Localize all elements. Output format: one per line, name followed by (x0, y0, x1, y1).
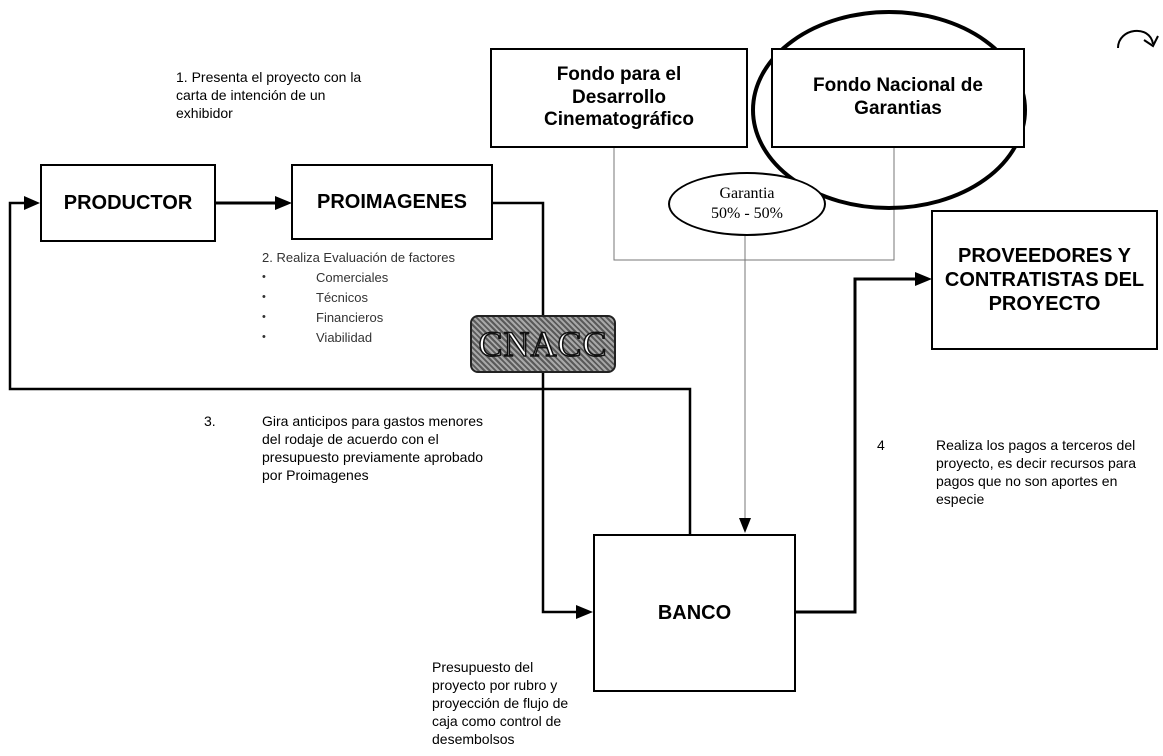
box-productor-label: PRODUCTOR (63, 192, 193, 214)
note-step3-text: Gira anticipos para gastos menores del r… (262, 413, 484, 483)
box-proveedores-label: PROVEEDORES Y CONTRATISTAS DEL PROYECTO (944, 245, 1145, 315)
cnacc-badge: CNACC (470, 315, 616, 373)
garantia-label: Garantia (719, 185, 775, 202)
garantia-ellipse: Garantia 50% - 50% (668, 172, 826, 236)
factor-item: Financieros (262, 307, 462, 328)
evaluation-factors-list: Comerciales Técnicos Financieros Viabili… (262, 267, 462, 348)
cnacc-label: CNACC (478, 323, 608, 365)
box-proveedores: PROVEEDORES Y CONTRATISTAS DEL PROYECTO (931, 210, 1158, 350)
note-step4-text: Realiza los pagos a terceros del proyect… (936, 437, 1136, 507)
arrow-proimagenes-banco (493, 201, 578, 614)
factor-item: Técnicos (262, 287, 462, 308)
note-step2-title: 2. Realiza Evaluación de factores (262, 250, 455, 265)
garantia-percent: 50% - 50% (711, 205, 783, 222)
factor-item: Viabilidad (262, 327, 462, 348)
arrow-banco-productor (8, 201, 692, 537)
box-fondo-garantias-label: Fondo Nacional de Garantias (813, 75, 983, 119)
redo-arrow-icon (1117, 29, 1159, 49)
note-step4-number: 4 (877, 437, 885, 453)
box-fondo-garantias: Fondo Nacional de Garantias (771, 48, 1025, 148)
note-step1: 1. Presenta el proyecto con la carta de … (176, 69, 362, 121)
box-fondo-desarrollo: Fondo para el Desarrollo Cinematográfico (490, 48, 748, 148)
box-proimagenes-label: PROIMAGENES (316, 191, 468, 213)
box-banco-label: BANCO (657, 602, 732, 624)
arrowhead-proveedores (915, 272, 932, 286)
arrowhead-proimagenes (275, 196, 292, 210)
box-banco: BANCO (593, 534, 796, 692)
highlight-ellipse (751, 10, 1027, 210)
note-step3-number: 3. (204, 413, 216, 429)
note-banco: Presupuesto del proyecto por rubro y pro… (432, 659, 569, 747)
box-productor: PRODUCTOR (40, 164, 216, 242)
factor-item: Comerciales (262, 267, 462, 288)
arrow-banco-proveedores (796, 277, 916, 614)
box-fondo-desarrollo-label: Fondo para el Desarrollo Cinematográfico (544, 63, 694, 131)
arrowhead-banco-top (739, 518, 751, 533)
arrowhead-banco-left (576, 605, 593, 619)
box-proimagenes: PROIMAGENES (291, 164, 493, 240)
guarantee-line-fondos (613, 148, 895, 261)
arrowhead-productor (24, 196, 40, 210)
